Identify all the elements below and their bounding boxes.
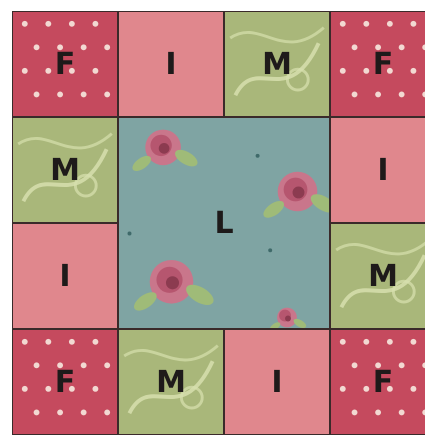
fabric-i-square: I (224, 329, 330, 435)
quilt-block: F I M F M (12, 11, 425, 441)
square-letter: M (262, 47, 292, 82)
fabric-m-square: M (118, 329, 224, 435)
square-letter: F (373, 365, 394, 400)
fabric-f-square: F (330, 11, 425, 117)
fabric-f-square: F (12, 11, 118, 117)
fabric-f-square: F (330, 329, 425, 435)
fabric-l-center: L (118, 117, 330, 329)
square-letter: L (214, 206, 233, 241)
square-letter: F (55, 47, 76, 82)
fabric-i-square: I (12, 223, 118, 329)
fabric-i-square: I (330, 117, 425, 223)
fabric-m-square: M (330, 223, 425, 329)
square-letter: F (373, 47, 394, 82)
square-letter: I (59, 259, 70, 294)
square-letter: F (55, 365, 76, 400)
square-letter: I (377, 153, 388, 188)
fabric-m-square: M (12, 117, 118, 223)
square-letter: M (156, 365, 186, 400)
fabric-i-square: I (118, 11, 224, 117)
square-letter: I (165, 47, 176, 82)
square-letter: M (368, 259, 398, 294)
fabric-m-square: M (224, 11, 330, 117)
square-letter: M (50, 153, 80, 188)
square-letter: I (271, 365, 282, 400)
fabric-f-square: F (12, 329, 118, 435)
